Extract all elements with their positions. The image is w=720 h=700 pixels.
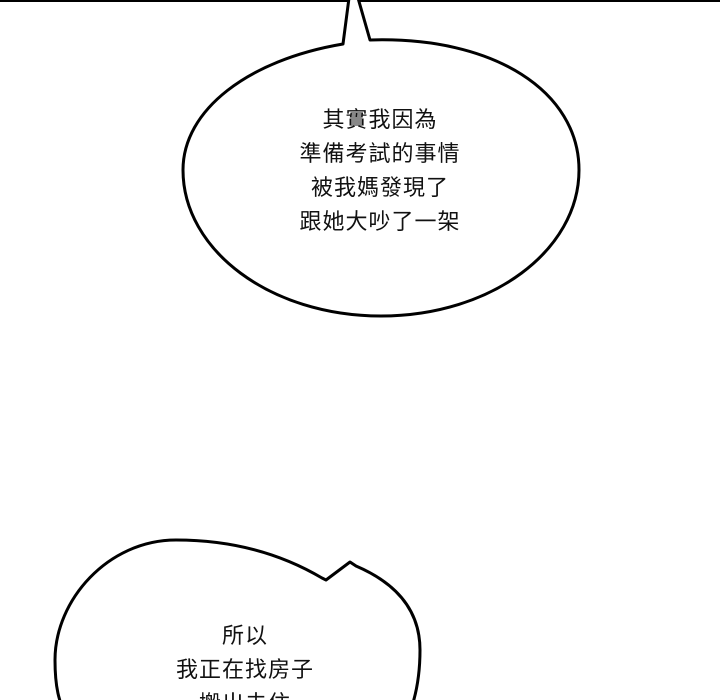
speech-bubble-2-line-3: 搬出去住 <box>95 688 395 700</box>
speech-bubble-1-line-3: 被我媽發現了 <box>310 176 449 201</box>
speech-bubble-2 <box>53 538 422 700</box>
speech-bubble-1 <box>181 0 581 318</box>
speech-bubble-1-line-4: 跟她大吵了一架 <box>299 210 461 235</box>
speech-bubble-2-outline <box>53 538 422 700</box>
speech-bubble-1-line-2: 準備考試的事情 <box>299 142 461 167</box>
speech-bubble-1-outline <box>181 0 581 318</box>
speech-bubble-1-line-1: 其實我因為 <box>322 108 438 133</box>
speech-bubble-2-line-2: 我正在找房子 <box>175 658 314 683</box>
speech-bubble-2-text: 所以 我正在找房子 搬出去住 <box>95 620 395 700</box>
speech-bubble-1-text: 其實我因為 準備考試的事情 被我媽發現了 跟她大吵了一架 <box>230 104 530 240</box>
speech-bubble-2-line-1: 所以 <box>221 624 268 649</box>
